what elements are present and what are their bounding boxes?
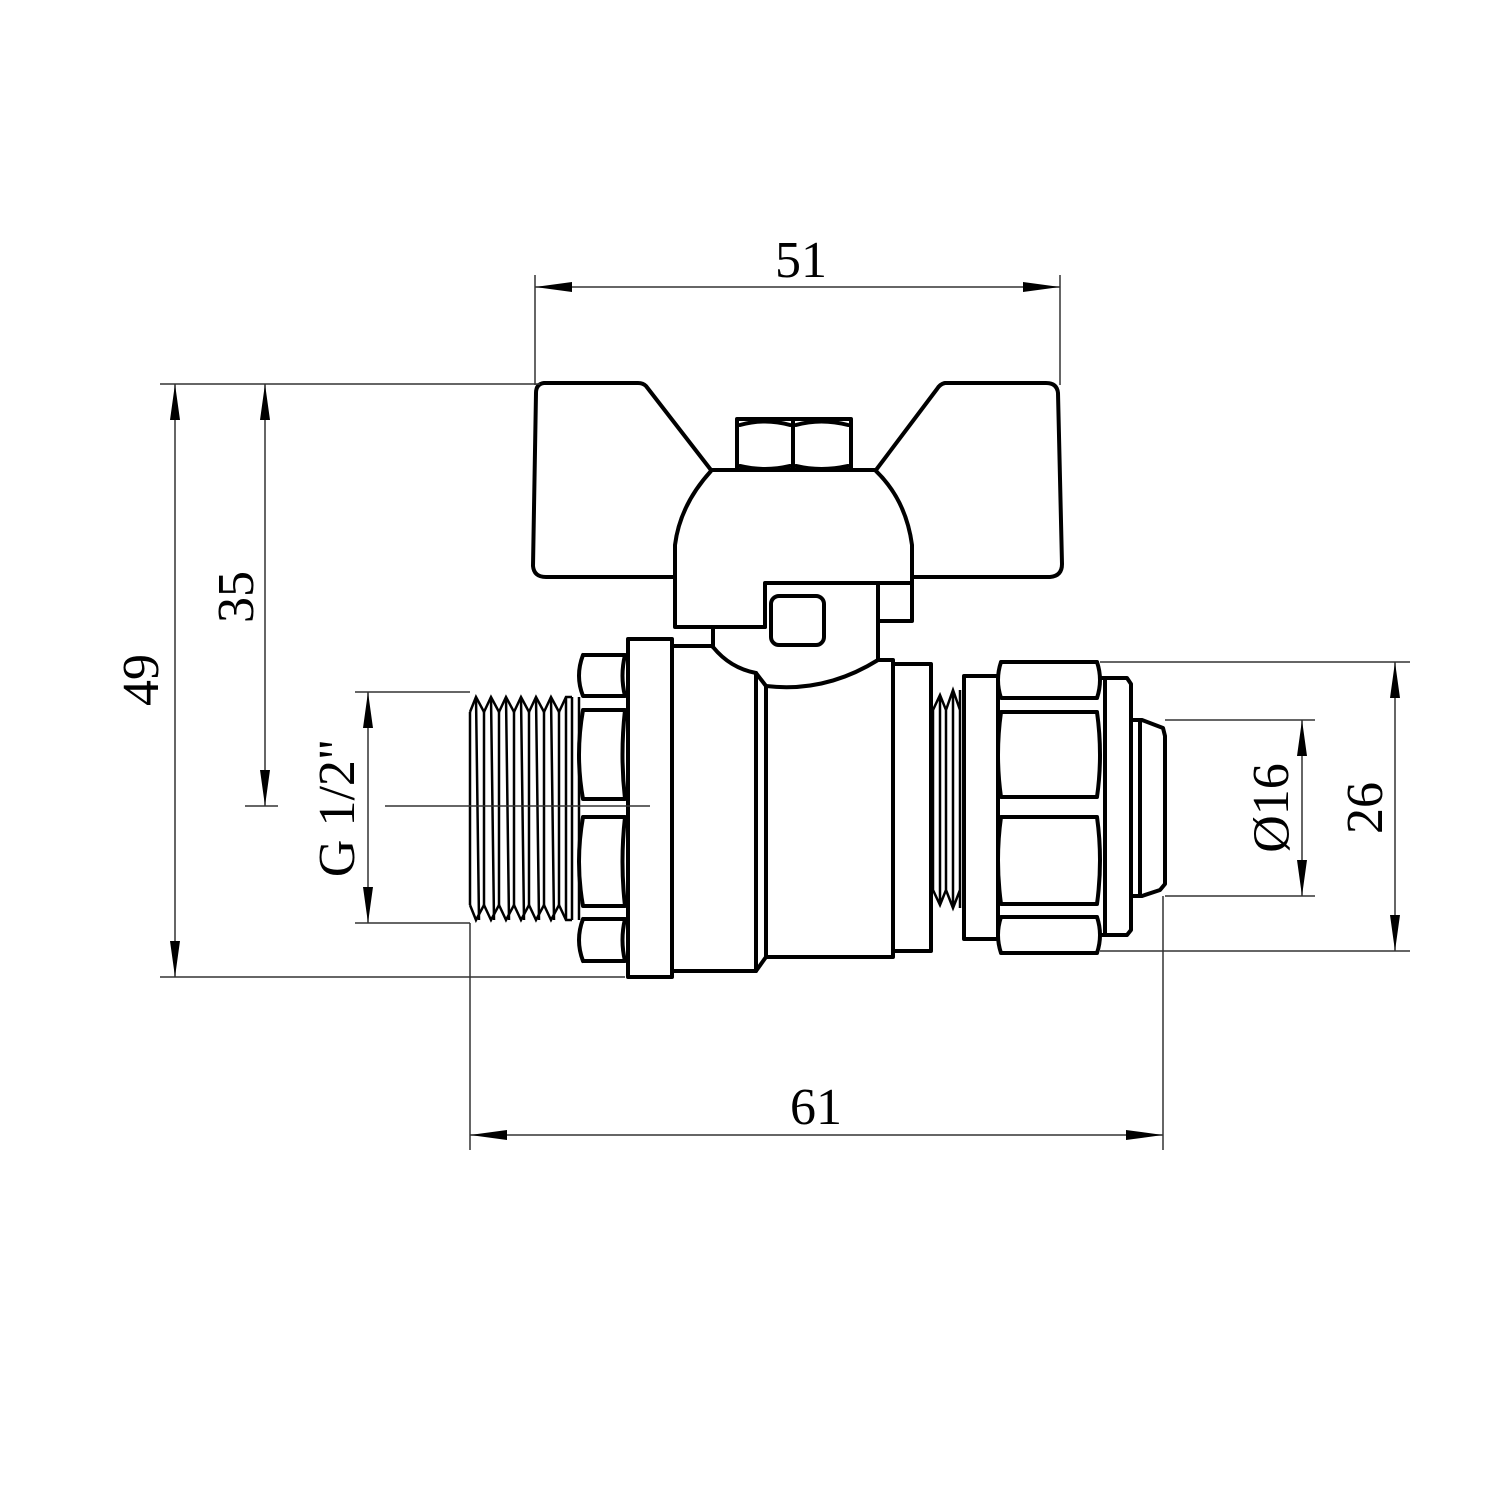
right-compression-nut (996, 660, 1102, 955)
left-thread (468, 694, 581, 923)
dim-axis-height: 35 (208, 571, 265, 623)
valve-body (468, 637, 1167, 979)
dim-total-height: 49 (113, 654, 170, 706)
left-flange (626, 637, 674, 979)
dim-handle-width: 51 (775, 232, 827, 289)
dimension-lines (160, 275, 1410, 1150)
stop-pin (769, 594, 826, 647)
dim-total-length: 61 (790, 1079, 842, 1136)
dim-nut-size: 26 (1337, 782, 1394, 834)
butterfly-handle (531, 381, 1064, 662)
pipe-insert (1129, 718, 1167, 898)
top-hex-bolt (735, 417, 853, 472)
right-thread (931, 686, 962, 912)
left-hex-nut (577, 653, 627, 963)
dim-pipe-diameter: Ø16 (1243, 763, 1300, 853)
dim-thread: G 1/2" (309, 739, 366, 877)
handle-cap (673, 469, 914, 629)
